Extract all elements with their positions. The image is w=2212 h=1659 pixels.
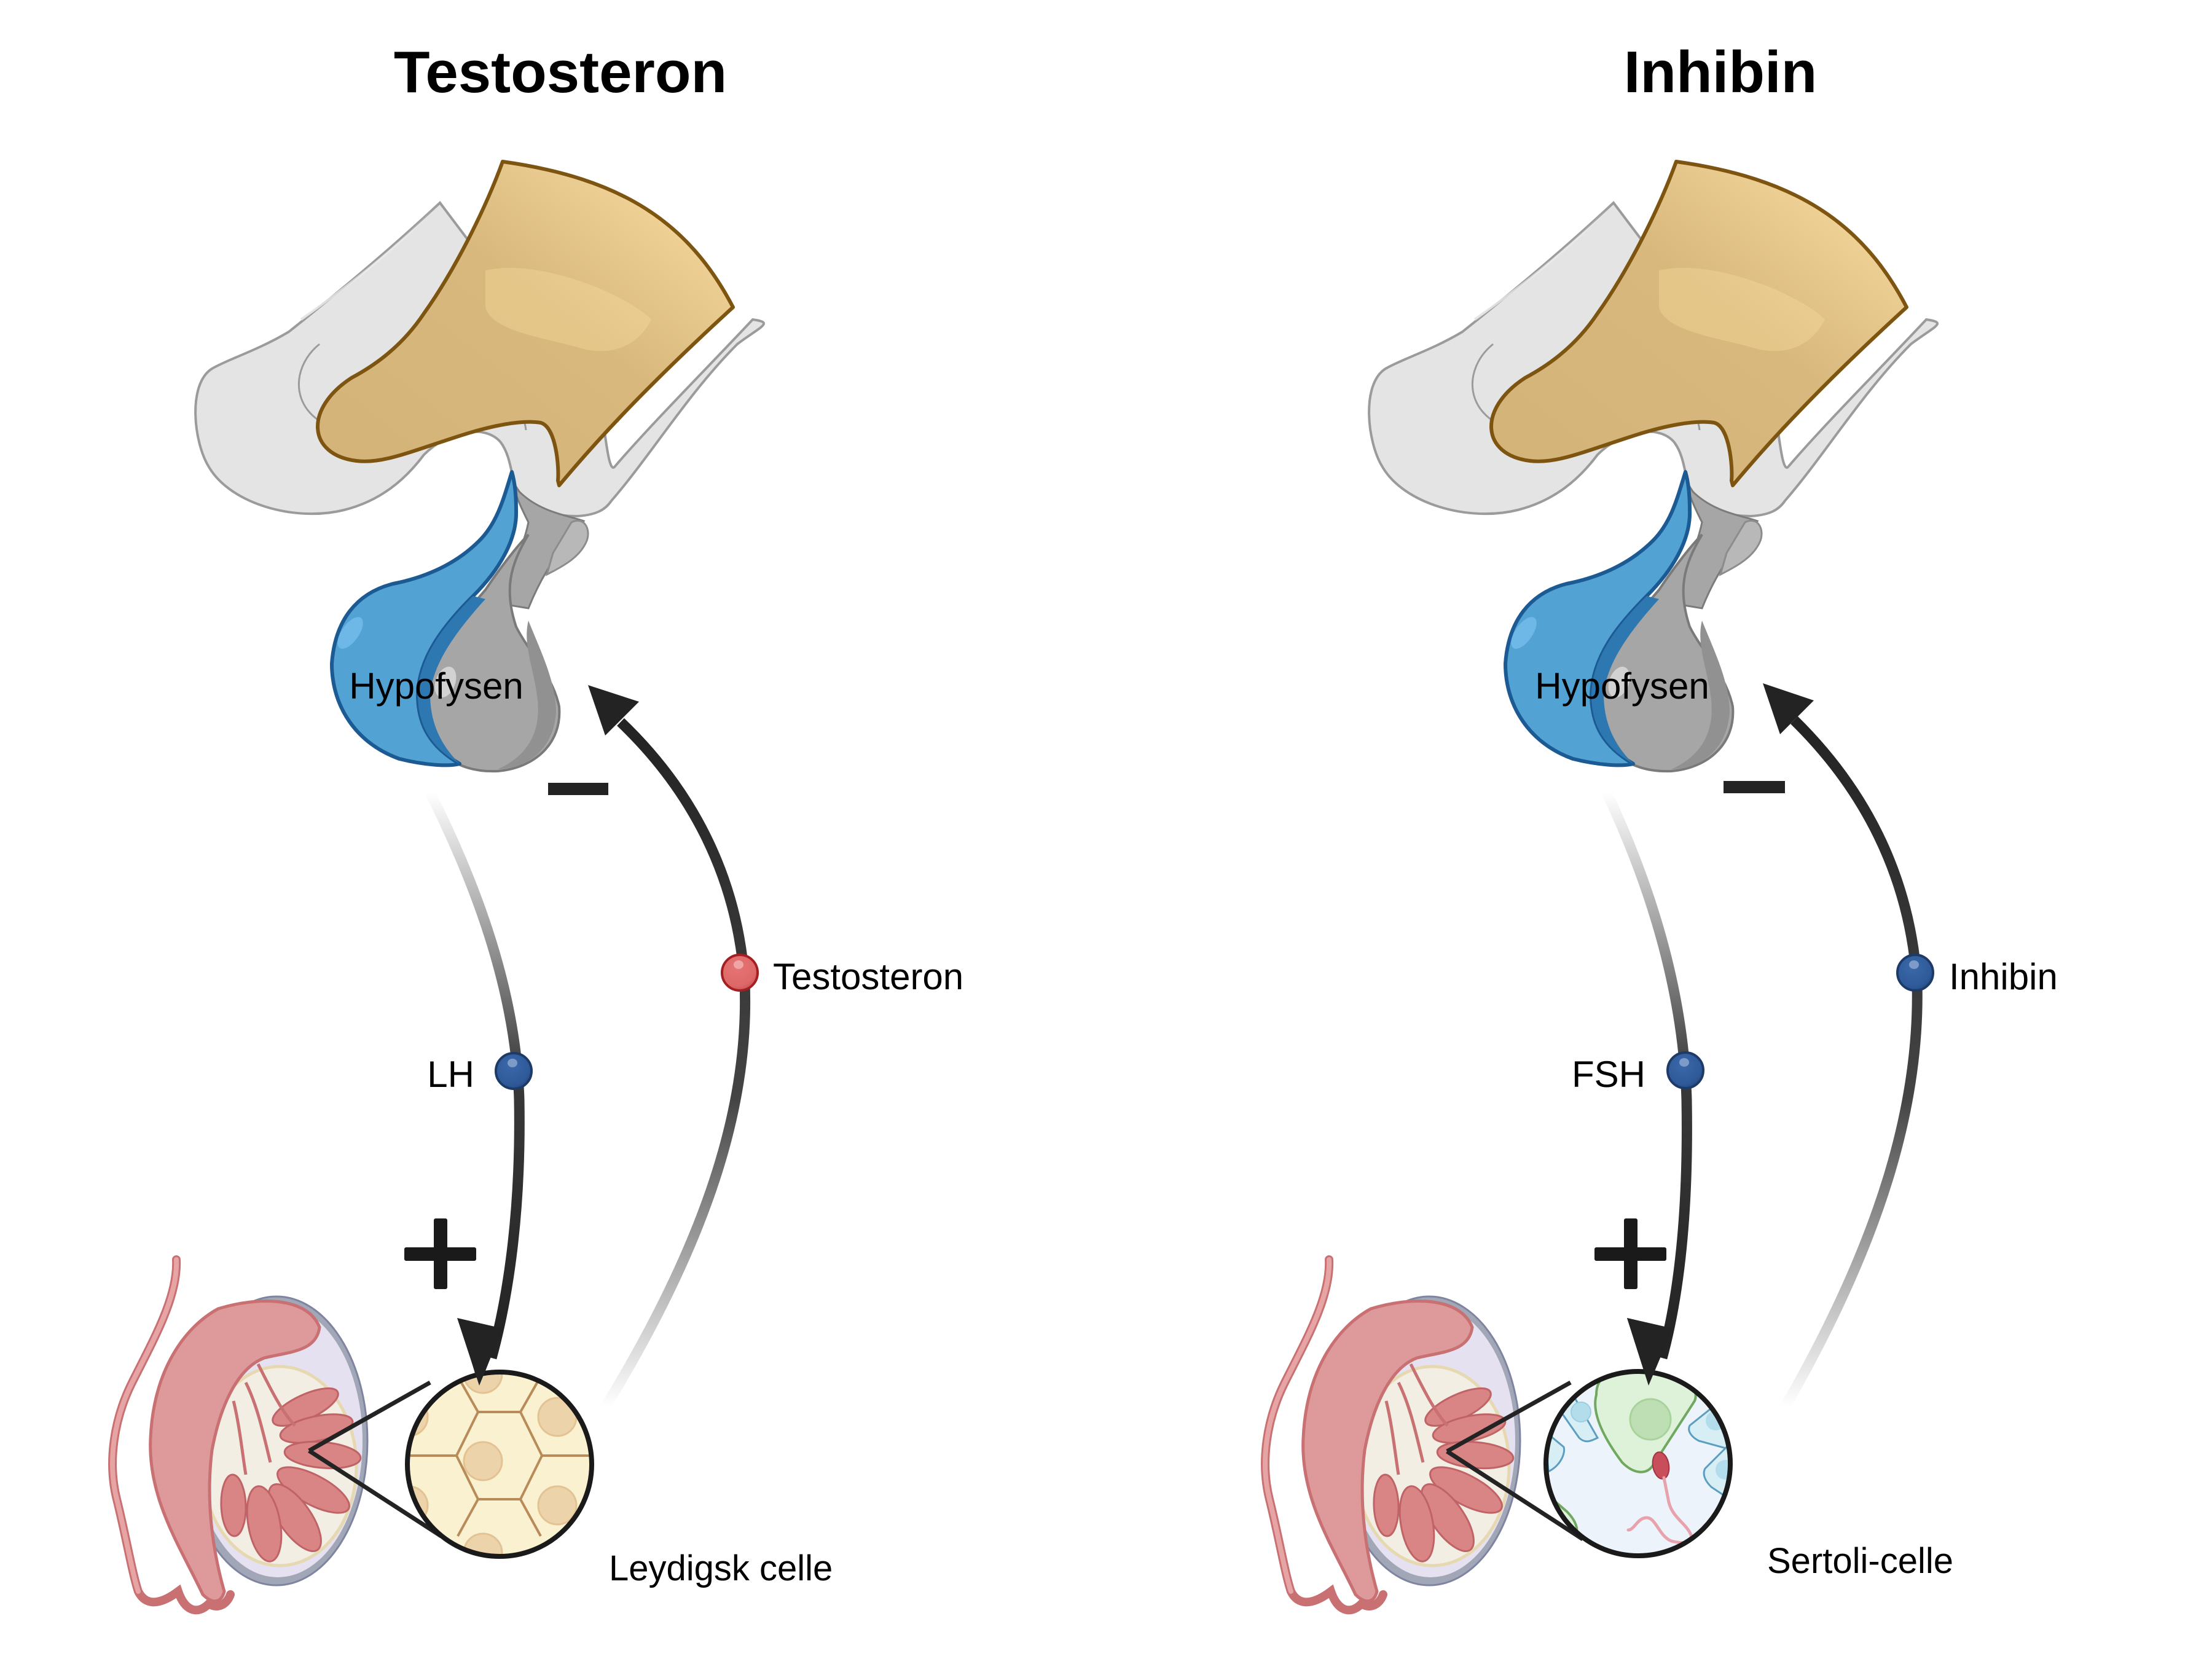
panel-title: Testosteron [394, 39, 727, 105]
testosterone-feedback-arrow [600, 718, 751, 1410]
testosterone-label: Testosteron [773, 956, 963, 997]
dot-highlight [1679, 1058, 1689, 1067]
testis-illustration [108, 1255, 442, 1615]
panel-testosterone: Testosteron Hypofysen LH Testosteron [108, 39, 963, 1615]
testis-illustration [1261, 1255, 1584, 1615]
feedback-arrowhead [588, 685, 639, 735]
dot-highlight [508, 1059, 517, 1067]
inhibin-hormone-dot [1896, 954, 1934, 992]
fsh-stimulation-arrow [1602, 790, 1692, 1360]
dot-highlight [734, 960, 743, 969]
lh-arrowhead-top [457, 1318, 503, 1386]
fsh-label: FSH [1572, 1054, 1645, 1095]
minus-sign [1724, 781, 1785, 793]
inhibin-label: Inhibin [1949, 956, 2058, 997]
dot-highlight [1909, 960, 1919, 969]
fsh-arrowhead-top [1627, 1318, 1673, 1386]
lh-label: LH [427, 1054, 474, 1095]
fsh-hormone-dot [1666, 1051, 1704, 1089]
testosterone-hormone-dot [721, 954, 759, 992]
plus-sign [1594, 1218, 1666, 1289]
plus-sign [404, 1218, 476, 1289]
minus-sign [548, 783, 608, 795]
lh-hormone-dot [495, 1052, 533, 1090]
feedback-arrowhead [1763, 683, 1814, 734]
panel-title: Inhibin [1624, 39, 1818, 105]
sertoli-cell-label: Sertoli-celle [1767, 1541, 1953, 1581]
leydig-cell-zoom [405, 1370, 594, 1559]
pituitary-label: Hypofysen [349, 665, 523, 707]
panel-inhibin: Inhibin Hypofysen FSH Inhibin [1261, 39, 2058, 1615]
lh-stimulation-arrow [425, 790, 525, 1360]
sertoli-cell-zoom [1543, 1369, 1733, 1558]
inhibin-feedback-arrow [1780, 716, 1923, 1410]
pituitary-label: Hypofysen [1535, 665, 1709, 707]
leydig-cell-label: Leydigsk celle [609, 1548, 833, 1588]
